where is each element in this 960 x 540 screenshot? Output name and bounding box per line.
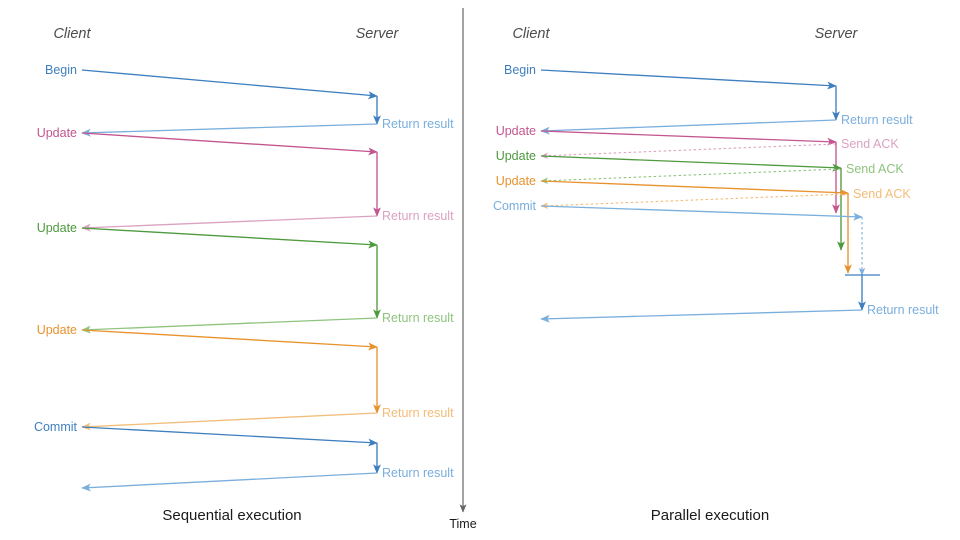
message-commit-request: Commit (493, 199, 863, 221)
panel-caption-parallel: Parallel execution (651, 507, 769, 524)
message-label-update2-request: Update (496, 149, 536, 163)
message-label-update3-ack: Send ACK (853, 187, 911, 201)
message-label-update2-request: Update (37, 221, 77, 235)
time-axis-label: Time (449, 517, 476, 531)
message-label-commit-return: Return result (382, 466, 454, 480)
lane-title-client: Client (53, 26, 91, 42)
message-line-update1-request (81, 132, 378, 156)
message-line-update1-ack (540, 143, 837, 159)
message-line-update2-ack (540, 168, 842, 184)
message-update2-ack: Send ACK (540, 162, 904, 184)
lane-title-server: Server (356, 26, 400, 42)
message-line-update2-request (540, 155, 842, 172)
message-label-update1-ack: Send ACK (841, 137, 899, 151)
message-begin-request: Begin (45, 63, 378, 100)
message-label-commit-request: Commit (493, 199, 537, 213)
message-line-commit-request (540, 205, 863, 221)
message-label-begin-return: Return result (382, 117, 454, 131)
message-line-update1-request (540, 130, 837, 146)
message-line-begin-request (81, 69, 378, 100)
message-label-update3-return: Return result (382, 406, 454, 420)
message-update2-request: Update (496, 149, 842, 172)
message-line-update3-request (540, 180, 849, 197)
message-begin-return: Return result (81, 117, 454, 137)
message-label-update3-request: Update (37, 323, 77, 337)
message-update3-return: Return result (81, 406, 454, 431)
message-begin-request: Begin (504, 63, 837, 90)
message-begin-return: Return result (540, 113, 913, 135)
figure-chrome-layer: Time (449, 8, 477, 531)
message-line-update2-return (81, 317, 378, 334)
message-label-update2-ack: Send ACK (846, 162, 904, 176)
message-line-update1-return (81, 215, 378, 232)
message-label-begin-return: Return result (841, 113, 913, 127)
message-line-begin-request (540, 69, 837, 90)
message-line-commit-request (81, 426, 378, 447)
message-update2-request: Update (37, 221, 378, 249)
message-update2-return: Return result (81, 311, 454, 334)
message-line-commit-return (81, 472, 378, 492)
message-line-commit-return (540, 309, 863, 323)
message-label-update2-return: Return result (382, 311, 454, 325)
message-label-commit-request: Commit (34, 420, 78, 434)
message-update1-ack: Send ACK (540, 137, 899, 159)
message-update3-request: Update (496, 174, 849, 197)
message-label-update1-request: Update (37, 126, 77, 140)
message-update1-request: Update (496, 124, 837, 146)
message-label-update1-request: Update (496, 124, 536, 138)
message-update1-request: Update (37, 126, 378, 156)
lane-title-server: Server (815, 26, 859, 42)
message-line-update3-request (81, 329, 378, 351)
message-line-update3-ack (540, 193, 849, 209)
message-update1-return: Return result (81, 209, 454, 232)
message-line-begin-return (540, 119, 837, 135)
lane-title-client: Client (512, 26, 550, 42)
message-line-update3-return (81, 412, 378, 431)
message-label-update1-return: Return result (382, 209, 454, 223)
message-label-begin-request: Begin (504, 63, 536, 77)
panel-caption-sequential: Sequential execution (162, 507, 301, 524)
message-commit-return: Return result (540, 303, 939, 323)
message-line-begin-return (81, 123, 378, 137)
message-update3-ack: Send ACK (540, 187, 911, 209)
message-label-commit-return: Return result (867, 303, 939, 317)
message-commit-request: Commit (34, 420, 378, 447)
message-label-begin-request: Begin (45, 63, 77, 77)
message-label-update3-request: Update (496, 174, 536, 188)
message-line-update2-request (81, 227, 378, 249)
message-update3-request: Update (37, 323, 378, 351)
message-commit-return: Return result (81, 466, 454, 492)
